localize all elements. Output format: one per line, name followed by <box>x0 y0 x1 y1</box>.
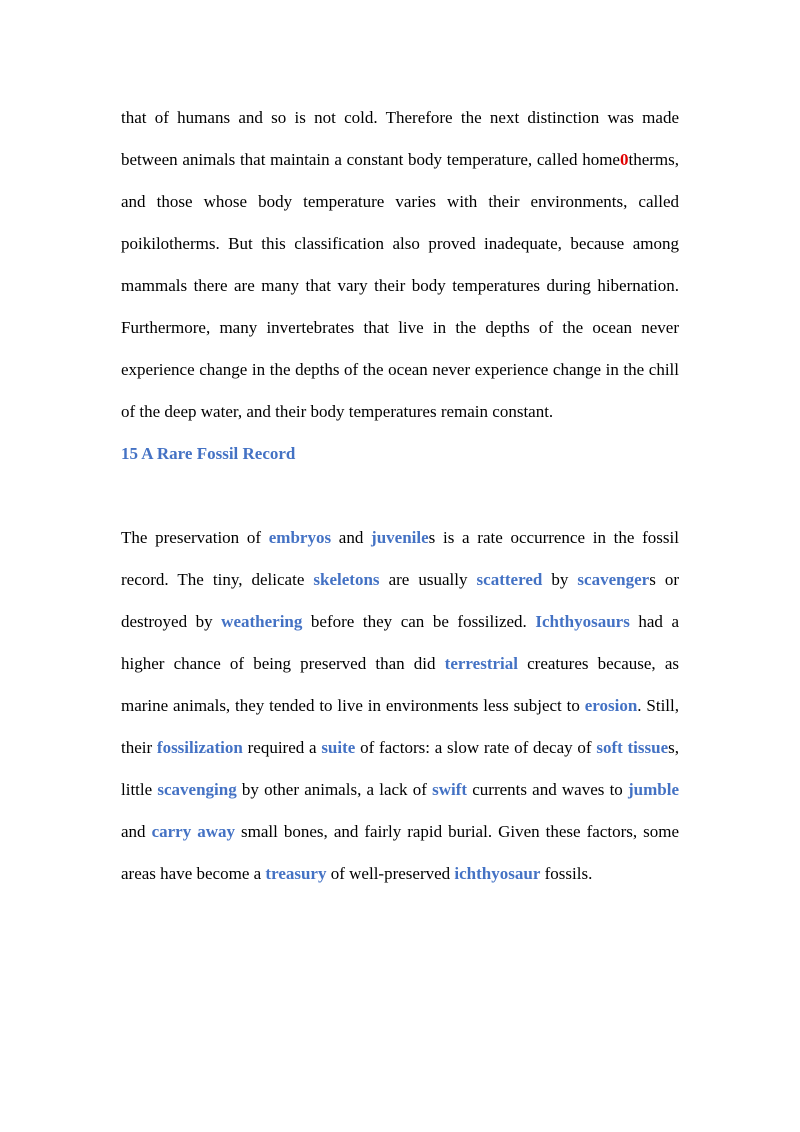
keyword-scavenging: scavenging <box>157 780 237 799</box>
text-span: s, little <box>121 738 680 799</box>
keyword-soft-tissue: soft tissue <box>596 738 669 757</box>
keyword-skeletons: skeletons <box>313 570 380 589</box>
keyword-embryos: embryos <box>268 528 332 547</box>
keyword-carry-away: carry away <box>151 822 236 841</box>
text-span: s is a rate occurrence in the fossil rec… <box>121 528 679 589</box>
text-span: that of humans and so is not cold. There… <box>121 108 679 169</box>
section-heading: 15 A Rare Fossil Record <box>121 444 296 463</box>
text-span: small bones, and fairly rapid burial. Gi… <box>121 822 680 883</box>
keyword-treasury: treasury <box>265 864 327 883</box>
keyword-erosion: erosion <box>584 696 638 715</box>
text-span: The preservation of <box>121 528 269 547</box>
text-span: therms, and those whose body temperature… <box>121 150 679 421</box>
text-span: creatures because, as marine animals, th… <box>121 654 679 715</box>
keyword-weathering: weathering <box>221 612 303 631</box>
keyword-ichthyosaur: ichthyosaur <box>454 864 541 883</box>
keyword-swift: swift <box>432 780 468 799</box>
keyword-jumble: jumble <box>628 780 679 799</box>
spacer <box>121 475 679 517</box>
text-span: are usually <box>379 570 477 589</box>
keyword-ichthyosaurs: Ichthyosaurs <box>535 612 630 631</box>
typo-highlight: 0 <box>619 150 629 169</box>
keyword-fossilization: fossilization <box>156 738 243 757</box>
text-span: by other animals, a lack of <box>236 780 433 799</box>
text-span: fossils. <box>540 864 593 883</box>
paragraph-thermoregulation: that of humans and so is not cold. There… <box>121 97 679 433</box>
text-span: currents and waves to <box>467 780 628 799</box>
keyword-scavenger: scavenger <box>577 570 650 589</box>
keyword-suite: suite <box>321 738 356 757</box>
keyword-juvenile: juvenile <box>371 528 429 547</box>
text-span: had a higher chance of being preserved t… <box>121 612 679 673</box>
text-span: s or destroyed by <box>121 570 680 631</box>
text-span: required a <box>242 738 322 757</box>
text-span: by <box>542 570 578 589</box>
text-span: . Still, their <box>121 696 679 757</box>
text-span: of factors: a slow rate of decay of <box>355 738 597 757</box>
document-page: that of humans and so is not cold. There… <box>121 97 679 895</box>
keyword-terrestrial: terrestrial <box>444 654 518 673</box>
text-span: of well-preserved <box>326 864 455 883</box>
keyword-scattered: scattered <box>476 570 543 589</box>
text-span: before they can be fossilized. <box>302 612 536 631</box>
text-span: and <box>331 528 372 547</box>
paragraph-fossil-record: The preservation of embryos and juvenile… <box>121 517 679 895</box>
text-span: and <box>121 822 152 841</box>
